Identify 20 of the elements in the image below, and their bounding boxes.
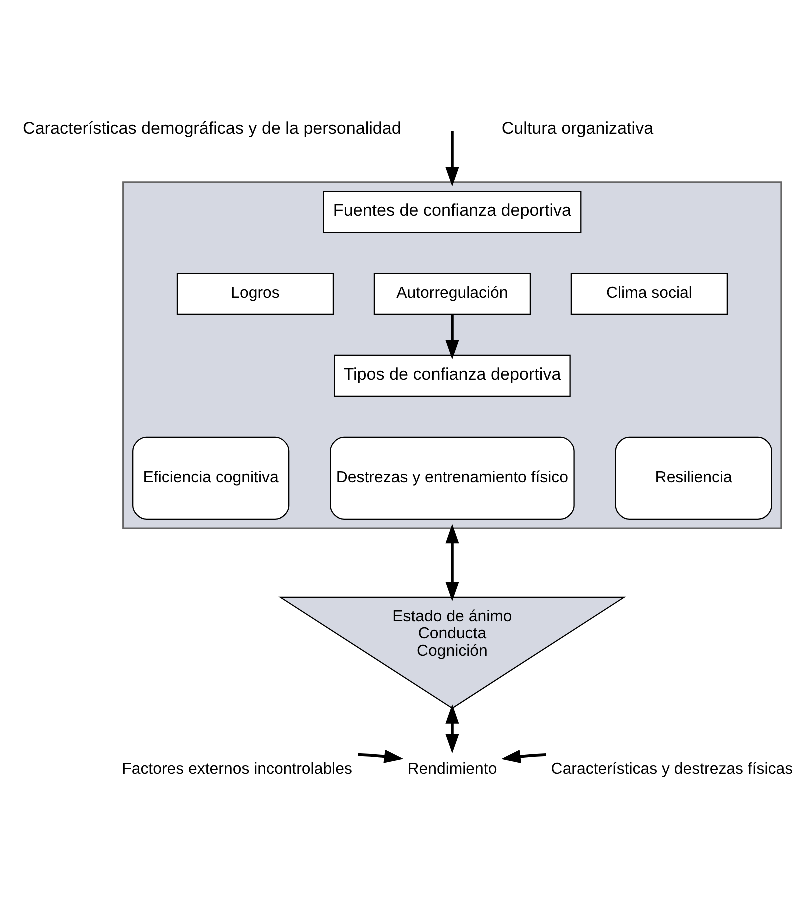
node-text: Características y destrezas físicas bbox=[551, 760, 794, 778]
arrow bbox=[446, 130, 460, 186]
arrow bbox=[446, 524, 460, 602]
node-box: Eficiencia cognitiva bbox=[132, 436, 290, 520]
node-text: Factores externos incontrolables bbox=[122, 760, 352, 778]
cluster bbox=[122, 181, 782, 529]
node-box: Logros bbox=[176, 272, 334, 315]
node-text: Características demográficas y de la personalidad bbox=[23, 118, 402, 138]
arrow bbox=[446, 704, 460, 754]
node-text: Rendimiento bbox=[408, 760, 498, 778]
arrow bbox=[358, 749, 404, 763]
node-box: Autorregulación bbox=[374, 272, 532, 315]
arrow bbox=[446, 314, 460, 360]
node-box: Destrezas y entrenamiento físico bbox=[330, 436, 575, 520]
node-box: Clima social bbox=[570, 272, 728, 315]
arrow bbox=[501, 750, 546, 763]
node-box: Resiliencia bbox=[615, 436, 772, 520]
node-box: Fuentes de confianza deportiva bbox=[323, 190, 582, 233]
node-text: Cultura organizativa bbox=[502, 118, 654, 138]
node-box: Tipos de confianza deportiva bbox=[334, 354, 571, 397]
